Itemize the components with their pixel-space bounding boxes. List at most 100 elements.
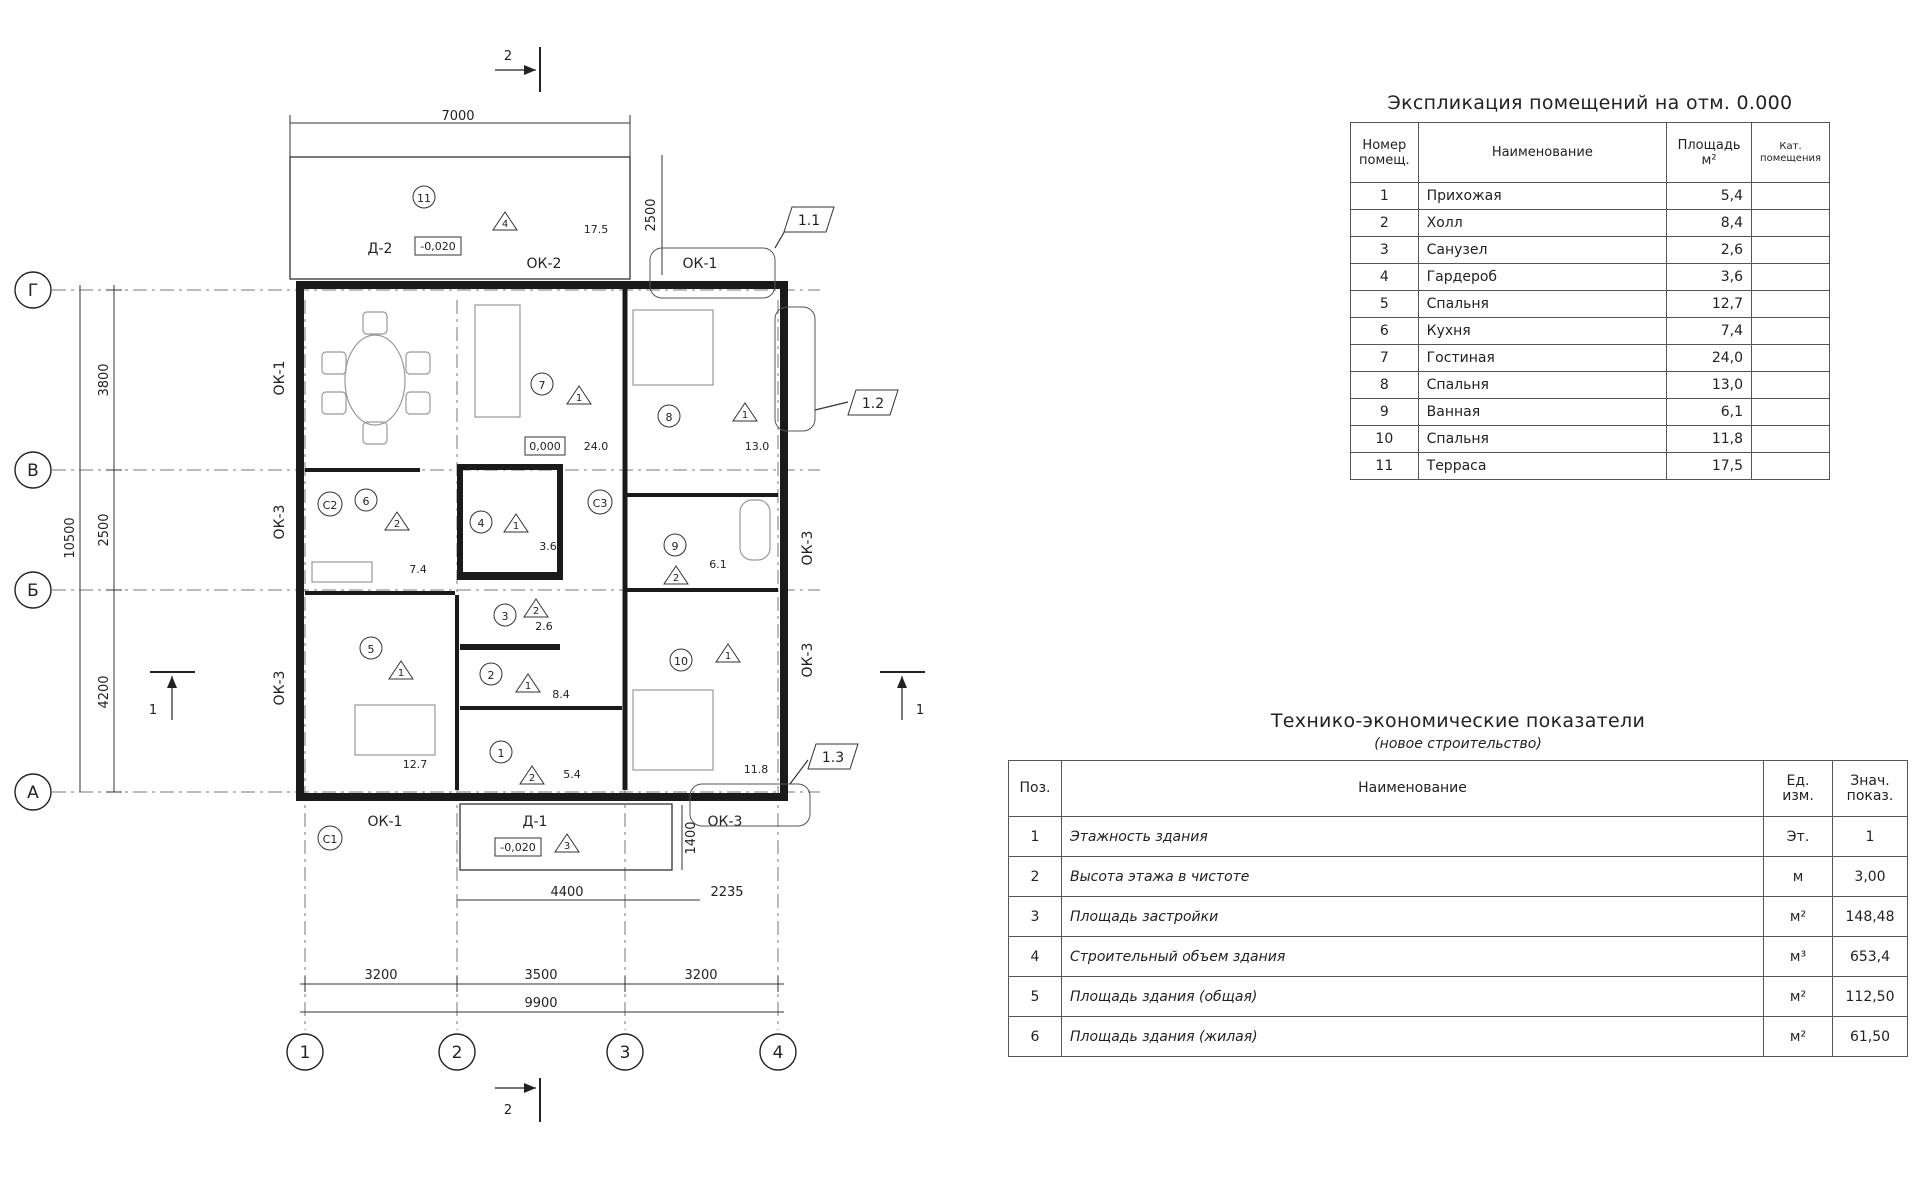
dim-bottom-1: 3200 [364, 968, 397, 983]
callout-label: 1.3 [822, 750, 844, 766]
tep-table: Поз. Наименование Ед. изм. Знач. показ. … [1008, 760, 1908, 1057]
room-area: 11.8 [744, 763, 769, 776]
table-cell: 10 [1350, 425, 1419, 453]
table-cell: 1 [1008, 816, 1062, 857]
col-header: Поз. [1008, 760, 1062, 817]
furniture [311, 304, 771, 771]
section-1-left: 1 [149, 703, 157, 718]
room-tri: 1 [576, 393, 582, 404]
table-cell [1751, 236, 1830, 264]
dimensions: 7000 2500 10500 3800 2500 4200 4400 2235… [63, 109, 784, 1013]
table-cell: 653,4 [1832, 936, 1908, 977]
opening-ok3-left-b: ОК-3 [272, 671, 288, 706]
table-cell: Терраса [1417, 452, 1668, 480]
table-cell: 9 [1350, 398, 1419, 426]
openings: ОК-1 ОК-2 ОК-1 ОК-3 ОК-3 ОК-3 ОК-3 ОК-1 … [272, 241, 816, 830]
table-cell [1751, 209, 1830, 237]
axis-bubbles-rows: Г В Б А [14, 271, 52, 811]
table-cell [1751, 317, 1830, 345]
opening-ok2-top: ОК-2 [527, 256, 562, 272]
room-tri: 2 [673, 573, 679, 584]
opening-ok1-top: ОК-1 [683, 256, 718, 272]
section-2-top: 2 [504, 49, 512, 64]
opening-d1: Д-1 [523, 814, 548, 830]
dim-left-1: 3800 [97, 363, 112, 396]
table-cell: Спальня [1417, 290, 1668, 318]
table-cell: 7,4 [1666, 317, 1753, 345]
section-1-right: 1 [916, 703, 924, 718]
table-cell: м³ [1763, 936, 1833, 977]
callouts: 1.1 1.2 1.3 [649, 206, 899, 827]
table-cell [1751, 452, 1830, 480]
table-cell: Гардероб [1417, 263, 1668, 291]
table-cell: 112,50 [1832, 976, 1908, 1017]
callout-label: 1.1 [798, 213, 820, 229]
col-header: Номер помещ. [1350, 122, 1419, 183]
room-area: 2.6 [535, 620, 553, 633]
axis-col-label: 2 [452, 1043, 463, 1063]
table-cell: 13,0 [1666, 371, 1753, 399]
col-header: Кат. помещения [1751, 122, 1830, 183]
room-number: 10 [674, 655, 688, 668]
table-cell [1751, 263, 1830, 291]
room-tri: 2 [529, 773, 535, 784]
room-area: 6.1 [709, 558, 727, 571]
columns: С1 С2 С3 [317, 489, 613, 851]
room-marks: 11 17.5 4 7 24.0 1 8 13.0 1 6 7.4 2 4 3.… [354, 185, 769, 853]
table-cell: Этажность здания [1061, 816, 1764, 857]
table-cell: 8,4 [1666, 209, 1753, 237]
opening-d2: Д-2 [368, 241, 393, 257]
room-area: 17.5 [584, 223, 609, 236]
opening-ok3-right-a: ОК-3 [800, 531, 816, 566]
table-cell: 3 [1008, 896, 1062, 937]
room-tri: 2 [394, 519, 400, 530]
table-cell: 148,48 [1832, 896, 1908, 937]
col-header: Площадь м² [1666, 122, 1753, 183]
table-cell: Строительный объем здания [1061, 936, 1764, 977]
table-cell: Эт. [1763, 816, 1833, 857]
axis-col-label: 3 [620, 1043, 631, 1063]
table-cell: 6,1 [1666, 398, 1753, 426]
table-cell: 1 [1350, 182, 1419, 210]
room-number: 1 [498, 747, 505, 760]
section-2-bottom: 2 [504, 1103, 512, 1118]
room-tri: 1 [525, 681, 531, 692]
tep-title: Технико-экономические показатели [1270, 710, 1646, 732]
axis-bubbles-cols: 1 2 3 4 [286, 1033, 797, 1071]
table-cell: 3,00 [1832, 856, 1908, 897]
room-number: 6 [363, 495, 370, 508]
table-cell: 5,4 [1666, 182, 1753, 210]
explication-title: Экспликация помещений на отм. 0.000 [1387, 92, 1793, 114]
column-label: С1 [323, 833, 338, 846]
table-cell: 2 [1008, 856, 1062, 897]
table-cell: 2,6 [1666, 236, 1753, 264]
porch-outline [459, 803, 673, 871]
axis-row-label: А [27, 783, 39, 803]
elevation-terrace: -0,020 [420, 240, 455, 253]
column-label: С2 [323, 499, 338, 512]
explication-block: Экспликация помещений на отм. 0.000 Номе… [1350, 92, 1830, 480]
table-cell: Спальня [1417, 425, 1668, 453]
table-cell: м² [1763, 1016, 1833, 1057]
room-area: 5.4 [563, 768, 581, 781]
table-cell: м [1763, 856, 1833, 897]
table-cell [1751, 371, 1830, 399]
table-cell: Прихожая [1417, 182, 1668, 210]
col-header: Наименование [1061, 760, 1764, 817]
dim-left-total: 10500 [63, 517, 78, 558]
opening-ok3-left-a: ОК-3 [272, 505, 288, 540]
porch-tri: 3 [564, 841, 570, 852]
room-number: 11 [417, 192, 431, 205]
table-cell: Ванная [1417, 398, 1668, 426]
